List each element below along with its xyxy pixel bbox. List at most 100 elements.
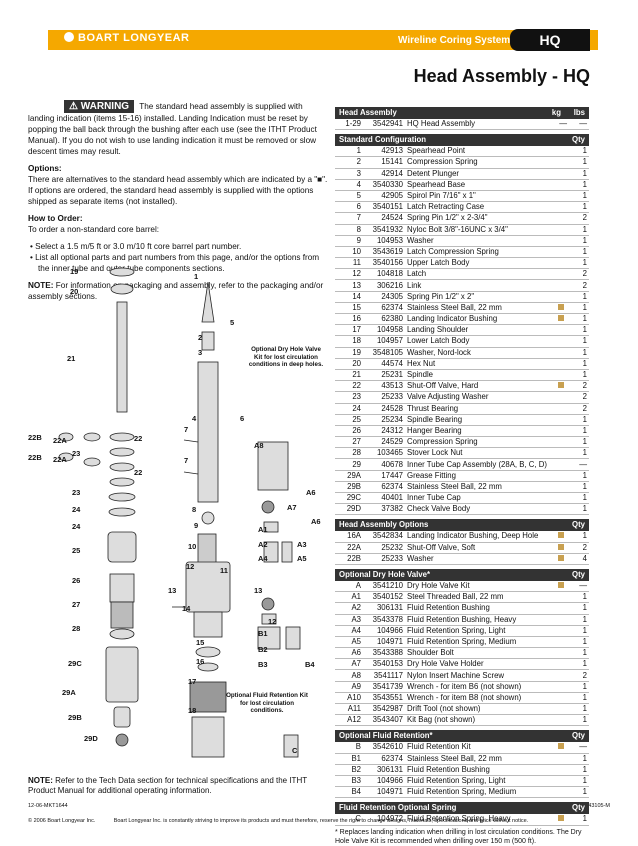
item-number: C — [335, 814, 363, 826]
option-marker — [553, 335, 569, 348]
callout-label: 22A — [53, 436, 67, 445]
part-number: 3540153 — [363, 658, 405, 671]
item-number: 7 — [335, 212, 363, 225]
callout-label: 24 — [72, 522, 81, 531]
part-number: 3541210 — [363, 580, 405, 593]
description: Hex Nut — [405, 358, 553, 370]
quantity: 1 — [569, 235, 589, 247]
callout-label: 14 — [182, 604, 191, 613]
quantity: 2 — [569, 669, 589, 682]
copyright: © 2006 Boart Longyear Inc. — [28, 818, 96, 824]
option-marker — [553, 302, 569, 315]
quantity: 2 — [569, 391, 589, 404]
section-title: Head Assembly Options — [339, 520, 429, 530]
part-number: 3541117 — [363, 669, 405, 682]
part-number: 3543619 — [363, 246, 405, 259]
order-title: How to Order: — [28, 214, 83, 223]
option-marker — [553, 458, 569, 471]
note1: NOTE: For information on packaging and a… — [28, 280, 328, 302]
quantity: 1 — [569, 313, 589, 326]
item-number: A11 — [335, 703, 363, 716]
part-number: 104953 — [363, 235, 405, 247]
option-marker — [553, 380, 569, 393]
callout-label: 5 — [230, 318, 235, 327]
callout-label: 17 — [188, 677, 197, 686]
order-item: • List all optional parts and part numbe… — [30, 253, 320, 273]
item-number: 22 — [335, 380, 363, 393]
part-number: 3542987 — [363, 703, 405, 716]
callout-label: A3 — [297, 540, 307, 549]
item-number: 18 — [335, 335, 363, 348]
item-number: 29B — [335, 481, 363, 494]
option-marker — [553, 602, 569, 615]
description: Latch — [405, 268, 553, 281]
option-marker — [553, 636, 569, 649]
item-number: 3 — [335, 168, 363, 180]
option-marker — [553, 692, 569, 705]
system-name: Wireline Coring System — [398, 35, 511, 46]
part-number: 25233 — [363, 391, 405, 404]
part-number: 3548105 — [363, 347, 405, 359]
brand-name: BOART LONGYEAR — [78, 32, 190, 44]
description: Stainless Steel Ball, 22 mm — [405, 753, 553, 765]
quantity: 2 — [569, 212, 589, 225]
callout-label: 9 — [194, 521, 199, 530]
quantity: 1 — [569, 814, 589, 826]
bearing-part — [107, 531, 137, 563]
callout-label: 15 — [196, 638, 205, 647]
option-marker — [553, 358, 569, 370]
description: Dry Hole Valve Holder — [405, 658, 553, 671]
spring-part — [109, 573, 135, 603]
quantity: 1 — [569, 531, 589, 543]
item-number: 29A — [335, 470, 363, 482]
note1-text: For information on packaging and assembl… — [28, 281, 324, 301]
callout-label: 29A — [62, 688, 76, 697]
option-square-icon — [558, 315, 564, 322]
quantity: 1 — [569, 436, 589, 449]
part-number: 3540156 — [363, 257, 405, 270]
order-paragraph: How to Order: To order a non-standard co… — [28, 213, 328, 235]
item-number: 29 — [335, 458, 363, 471]
callout-label: 22B — [28, 433, 42, 442]
callout-label: B3 — [258, 660, 268, 669]
part-number: 3540151 — [363, 201, 405, 214]
part-number: 37382 — [363, 503, 405, 516]
item-number: A — [335, 580, 363, 593]
col-qty: Qty — [572, 731, 585, 741]
part-number: 3540152 — [363, 591, 405, 604]
note1-label: NOTE: — [28, 281, 54, 290]
part-number: 43513 — [363, 380, 405, 393]
description: Valve Adjusting Washer — [405, 391, 553, 404]
option-marker — [553, 146, 569, 158]
item-number: B — [335, 742, 363, 754]
quantity: 1 — [569, 257, 589, 270]
washer-part — [109, 267, 135, 277]
part-number: 3543407 — [363, 714, 405, 727]
option-marker — [553, 291, 569, 303]
item-number: B3 — [335, 775, 363, 788]
quantity: 1 — [569, 614, 589, 626]
item-number: A10 — [335, 692, 363, 705]
option-marker — [553, 156, 569, 169]
item-number: 21 — [335, 369, 363, 382]
option-marker — [553, 814, 569, 826]
callout-label: 22A — [53, 455, 67, 464]
part-number: 24312 — [363, 425, 405, 438]
option-square-icon — [558, 815, 564, 822]
quantity: 1 — [569, 201, 589, 214]
part-number: 25234 — [363, 414, 405, 426]
quantity: 1 — [569, 156, 589, 169]
callout-label: 11 — [220, 566, 228, 575]
